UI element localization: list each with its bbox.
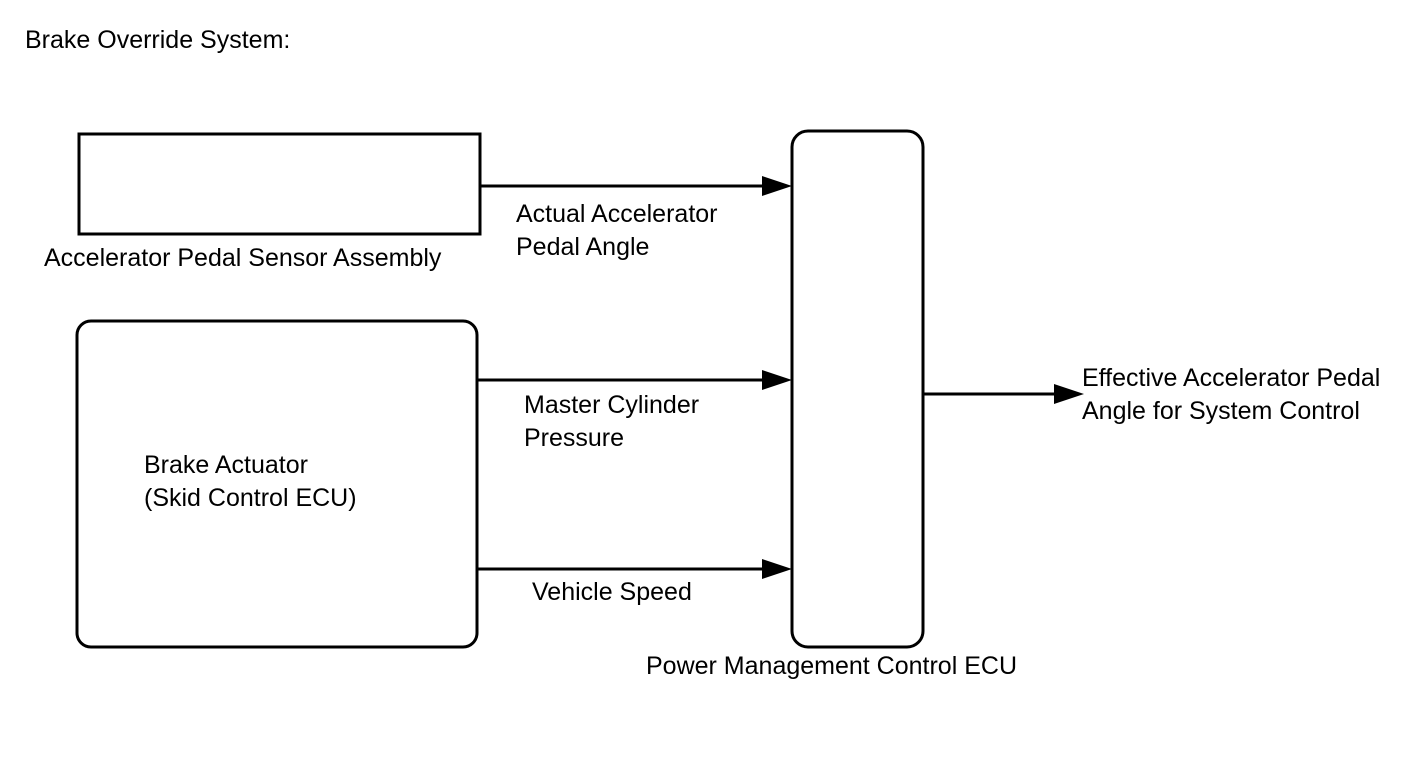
accelerator-angle-label-line2: Pedal Angle (516, 233, 650, 261)
brake-actuator-label-line1: Brake Actuator (144, 451, 308, 479)
accelerator-sensor-label: Accelerator Pedal Sensor Assembly (44, 244, 442, 272)
output-arrow (923, 384, 1084, 404)
accelerator-sensor-box (77, 132, 482, 236)
vehicle-speed-arrow (477, 559, 792, 579)
master-cylinder-label-line1: Master Cylinder (524, 391, 700, 419)
page-title: Brake Override System: (25, 26, 291, 54)
output-label-line2: Angle for System Control (1082, 397, 1360, 425)
master-cylinder-arrow (477, 370, 792, 390)
power-management-ecu-box (790, 129, 925, 649)
brake-actuator-label-line2: (Skid Control ECU) (144, 484, 357, 512)
accelerator-angle-arrow (480, 176, 792, 196)
output-label-line1: Effective Accelerator Pedal (1082, 364, 1381, 392)
power-management-ecu-label: Power Management Control ECU (646, 652, 1017, 680)
vehicle-speed-label: Vehicle Speed (532, 578, 692, 606)
accelerator-angle-label-line1: Actual Accelerator (516, 200, 718, 228)
brake-actuator-box (75, 319, 479, 649)
master-cylinder-label-line2: Pressure (524, 424, 625, 452)
